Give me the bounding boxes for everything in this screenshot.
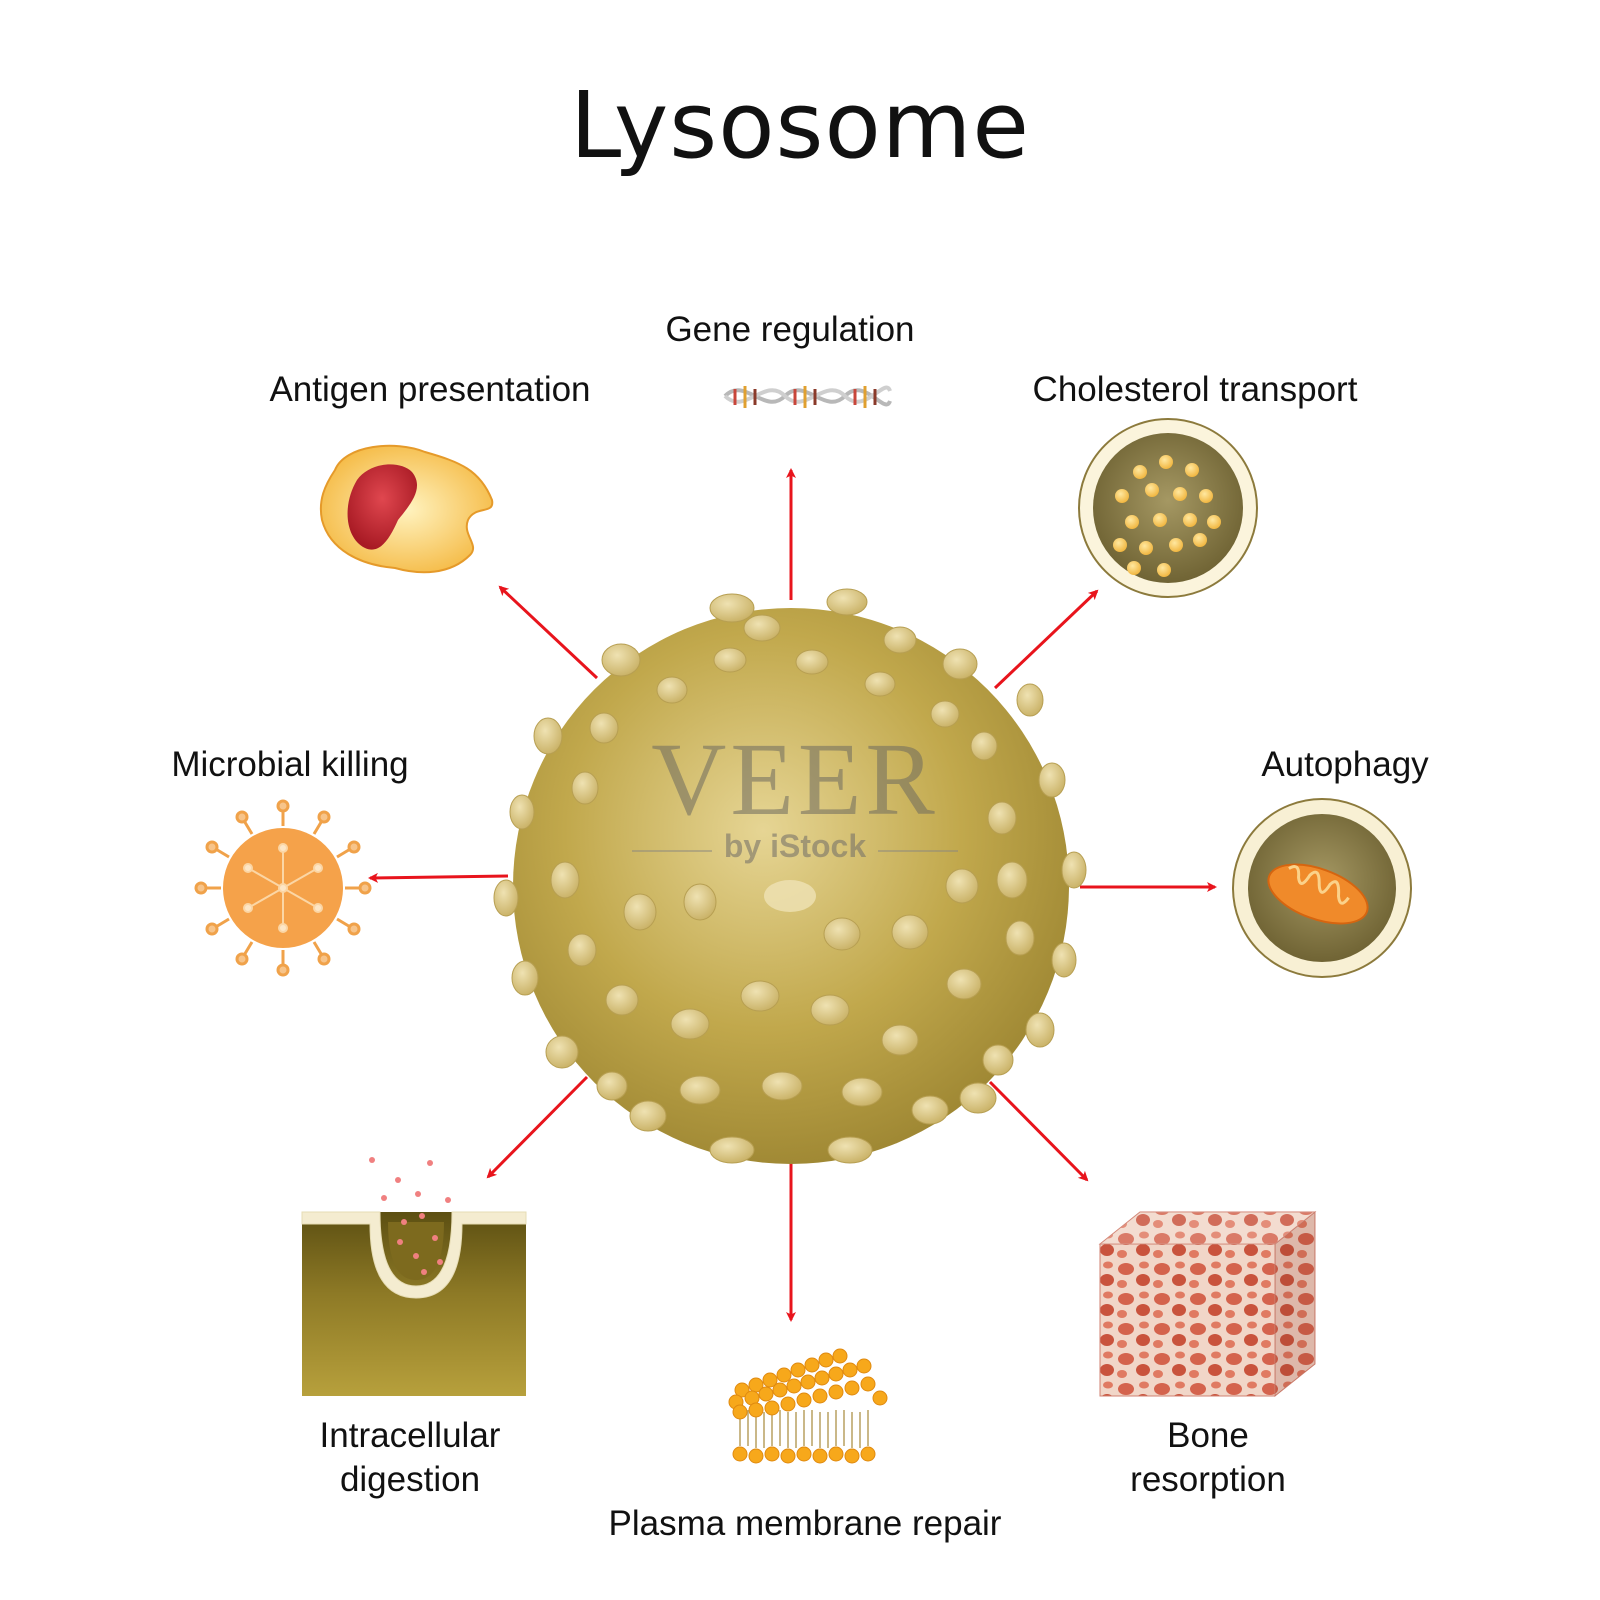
label-intracellular-digestion-2: digestion: [339, 1460, 481, 1499]
label-cholesterol-transport: Cholesterol transport: [1032, 370, 1358, 409]
watermark-line-right: [878, 850, 958, 852]
arrow-microbial-killing: [368, 872, 509, 883]
lysosome-sphere: [493, 588, 1087, 1164]
watermark-line-left: [632, 850, 712, 852]
antigen-presenting-cell-icon: [319, 444, 494, 574]
arrow-bone-resorption: [988, 1080, 1089, 1182]
autophagosome-mitochondrion-icon: [1232, 798, 1412, 978]
endocytosis-pit-icon: [301, 1157, 527, 1396]
label-antigen-presentation: Antigen presentation: [269, 370, 591, 409]
arrows: [368, 468, 1217, 1322]
label-intracellular-digestion-1: Intracellular: [319, 1416, 501, 1455]
virus-icon: [194, 799, 372, 977]
cholesterol-vesicle-icon: [1078, 418, 1258, 598]
bone-cube-icon: [1098, 1210, 1317, 1398]
watermark-sub: by iStock: [723, 828, 867, 864]
watermark-brand: VEER: [651, 722, 939, 837]
lipid-bilayer-icon: [728, 1348, 888, 1464]
label-autophagy: Autophagy: [1261, 745, 1429, 784]
label-plasma-membrane-repair: Plasma membrane repair: [608, 1504, 1002, 1543]
arrow-cholesterol-transport: [993, 589, 1099, 690]
arrow-antigen-presentation: [498, 585, 599, 680]
label-bone-resorption-2: resorption: [1130, 1460, 1286, 1499]
label-microbial-killing: Microbial killing: [171, 745, 409, 784]
label-bone-resorption-1: Bone: [1167, 1416, 1249, 1455]
arrow-intracellular-digestion: [486, 1075, 589, 1179]
dna-icon: [723, 385, 892, 408]
page-title: Lysosome: [570, 72, 1030, 179]
label-gene-regulation: Gene regulation: [665, 310, 915, 349]
